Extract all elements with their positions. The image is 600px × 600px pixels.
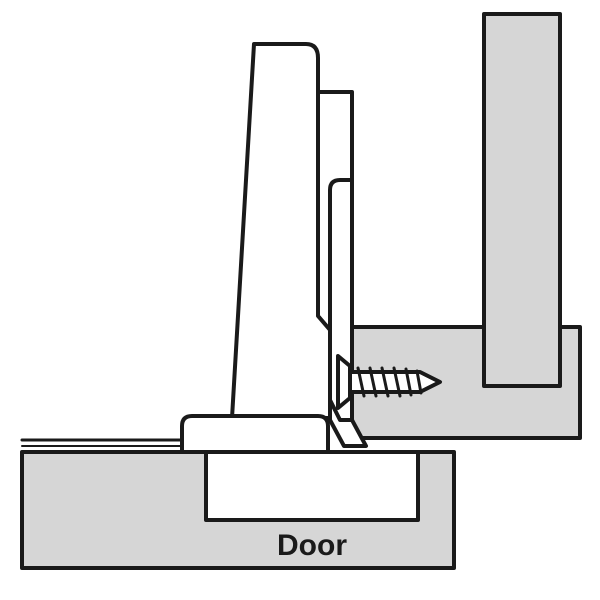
cabinet-side-panel	[482, 12, 562, 388]
screw-head	[336, 354, 352, 410]
door-cup-recess	[204, 450, 420, 522]
screw-threads	[356, 366, 423, 398]
cabinet-frame-base	[350, 325, 582, 440]
hinge-arm	[230, 42, 332, 420]
hinge-cup-flange	[180, 414, 330, 454]
hinge-plate-channel	[328, 178, 354, 422]
door-label: Door	[277, 529, 347, 562]
